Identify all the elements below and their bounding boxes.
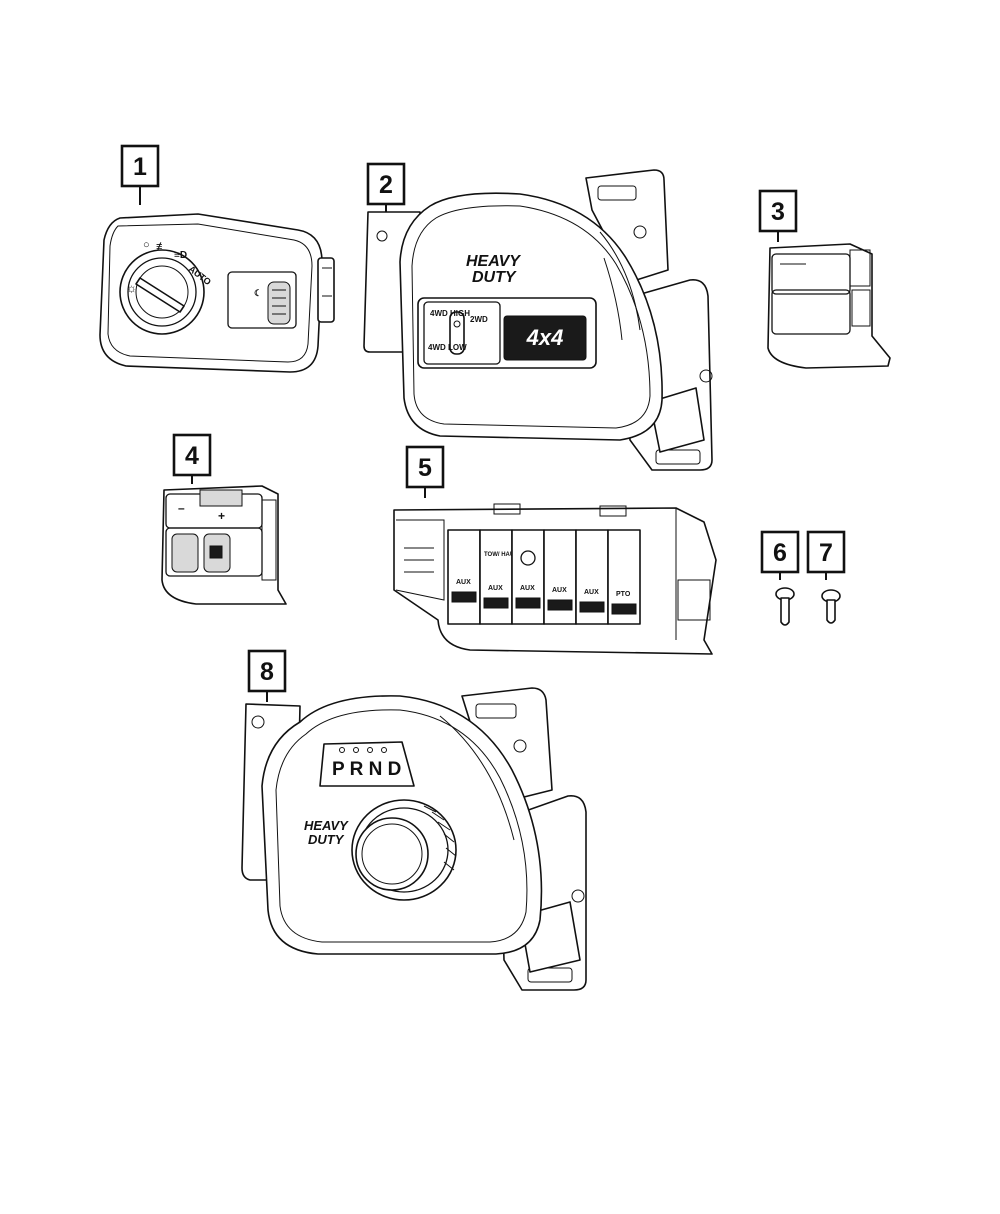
module-housing xyxy=(767,243,891,369)
part-4-trailer-brake-switch: + – xyxy=(161,485,287,605)
callout-4: 4 xyxy=(172,433,212,484)
switch-paddle xyxy=(511,529,545,625)
switch-label: AUX xyxy=(552,587,567,594)
switch-indicator xyxy=(515,597,541,609)
rotary-knob-inner xyxy=(127,257,197,327)
two-wd-label: 2WD xyxy=(470,315,488,324)
left-paddle xyxy=(171,533,199,573)
knob-grip xyxy=(135,277,185,313)
callout-3: 3 xyxy=(758,189,798,242)
aux-switch-4: AUX xyxy=(543,529,577,625)
gear-labels: P R N D xyxy=(332,759,401,780)
callout-box xyxy=(366,162,406,206)
switch-label: AUX xyxy=(488,585,503,592)
callout-7: 7 xyxy=(806,530,846,580)
callout-number: 7 xyxy=(819,539,833,567)
dimmer-thumbwheel xyxy=(267,281,291,325)
shifter-knob-cap xyxy=(355,817,429,891)
part-5-aux-switch-bank: AUX TOW/ HAUL AUX AUX AUX AUX PTO xyxy=(393,503,717,655)
heavy-brand-text: HEAVY xyxy=(466,253,521,270)
selector-rocker xyxy=(449,311,465,355)
four-by-four-badge xyxy=(503,315,587,361)
callout-box xyxy=(760,530,800,574)
duty-brand-text: DUTY xyxy=(472,269,517,286)
screw-shank xyxy=(826,599,836,624)
heavy-brand-text: HEAVY xyxy=(304,818,349,833)
parking-light-icon: ☼ xyxy=(126,281,137,295)
tow-haul-label: TOW/ HAUL xyxy=(484,552,518,558)
switch-icon xyxy=(520,550,536,566)
paddle-indicator xyxy=(209,545,223,559)
callout-box xyxy=(806,530,846,574)
headlamp-icon: ≡D xyxy=(174,250,187,261)
gear-display xyxy=(319,741,415,787)
part-3-switch-module xyxy=(767,243,891,369)
pto-label: PTO xyxy=(616,591,631,598)
callout-number: 5 xyxy=(418,454,432,482)
callout-number: 3 xyxy=(771,198,785,226)
minus-label: – xyxy=(178,501,185,515)
lower-clip xyxy=(649,387,705,453)
housing-inner-edge xyxy=(411,205,651,429)
switch-paddle xyxy=(447,529,481,625)
aux-switch-5: AUX xyxy=(575,529,609,625)
callout-box xyxy=(758,189,798,233)
part-2-transfer-case-switch: HEAVY DUTY 4WD HIGH 2WD 4WD LOW 4x4 xyxy=(363,169,713,471)
four-low-label: 4WD LOW xyxy=(428,343,467,352)
callout-box xyxy=(405,445,445,489)
part-7-screw xyxy=(821,589,841,624)
callout-number: 8 xyxy=(260,658,274,686)
callout-1: 1 xyxy=(120,144,160,205)
callout-number: 2 xyxy=(379,171,393,199)
fog-lamp-icon: ≢ xyxy=(156,241,167,253)
switch-label: AUX xyxy=(456,579,471,586)
callout-number: 6 xyxy=(773,539,787,567)
part-8-rotary-shifter: P R N D HEAVY DUTY xyxy=(241,687,587,991)
top-mounting-bracket xyxy=(585,169,669,283)
callout-5: 5 xyxy=(405,445,445,498)
switch-label: AUX xyxy=(520,585,535,592)
plus-label: + xyxy=(218,509,225,523)
aux-switch-1: AUX xyxy=(447,529,481,625)
dimmer-icon: ☾ xyxy=(254,288,262,298)
callout-6: 6 xyxy=(760,530,800,580)
part-6-screw xyxy=(775,587,795,626)
callout-number: 4 xyxy=(185,442,199,470)
off-position-icon: ○ xyxy=(143,239,150,251)
part-1-headlamp-switch: ☼ ○ ≢ ≡D AUTO ☾ xyxy=(99,213,335,373)
bezel-inner-edge xyxy=(107,223,313,363)
switch-indicator xyxy=(483,597,509,609)
aux-switch-tow-haul: TOW/ HAUL AUX xyxy=(479,529,518,625)
switch-indicator xyxy=(451,591,477,603)
housing-inner-edge xyxy=(275,709,528,943)
switch-indicator xyxy=(547,599,573,611)
connector-tab xyxy=(317,257,335,323)
callout-box xyxy=(247,649,287,693)
screw-shank xyxy=(780,597,790,626)
aux-switch-pto: PTO xyxy=(607,529,641,625)
switch-indicator xyxy=(611,603,637,615)
aux-switch-3: AUX xyxy=(511,529,545,625)
four-by-four-badge-text: 4x4 xyxy=(526,325,564,350)
dimmer-recess xyxy=(227,271,297,329)
upper-button xyxy=(199,489,243,507)
callout-8: 8 xyxy=(247,649,287,702)
callout-number: 1 xyxy=(133,153,147,181)
module-lower-face xyxy=(771,289,851,335)
switch-paddle xyxy=(479,529,513,625)
duty-brand-text: DUTY xyxy=(308,832,345,847)
callout-2: 2 xyxy=(366,162,406,218)
switch-indicator xyxy=(579,601,605,613)
top-mounting-bracket xyxy=(461,687,553,801)
callout-box xyxy=(172,433,212,477)
switch-label: AUX xyxy=(584,589,599,596)
four-high-label: 4WD HIGH xyxy=(430,309,470,318)
